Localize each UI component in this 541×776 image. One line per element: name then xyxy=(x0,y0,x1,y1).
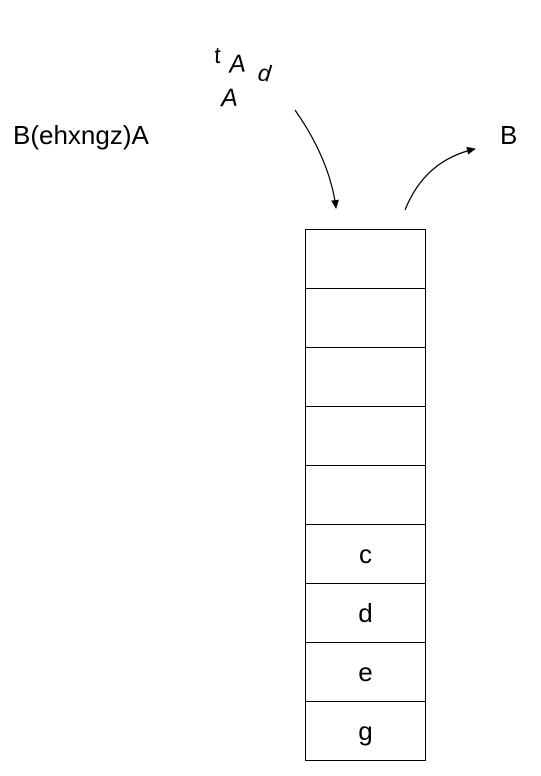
input-expression-label: B(ehxngz)A xyxy=(13,120,149,150)
stack: c d e g xyxy=(305,229,426,761)
push-arrow xyxy=(294,109,339,209)
stack-cell: g xyxy=(305,701,426,761)
stack-cell xyxy=(305,406,426,466)
stack-cell xyxy=(305,229,426,289)
stack-cell xyxy=(305,465,426,525)
output-label: B xyxy=(500,120,518,150)
stack-cell: c xyxy=(305,524,426,584)
pop-arrow xyxy=(404,146,476,211)
stack-cell xyxy=(305,288,426,348)
stack-cell: d xyxy=(305,583,426,643)
stack-cell xyxy=(305,347,426,407)
stack-cell: e xyxy=(305,642,426,702)
